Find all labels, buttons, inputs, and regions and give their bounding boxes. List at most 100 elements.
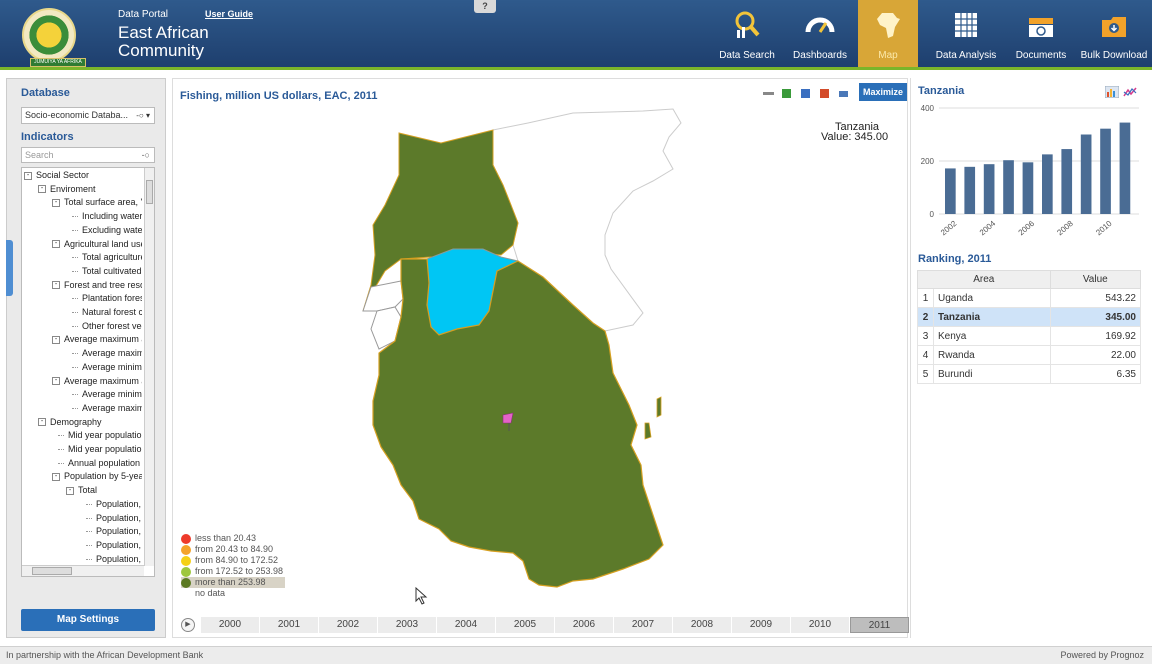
legend-label: from 172.52 to 253.98	[195, 566, 284, 576]
tree-item[interactable]: -Average maximum a	[52, 375, 142, 388]
year-2000[interactable]: 2000	[201, 617, 260, 633]
scroll-thumb[interactable]	[146, 180, 153, 204]
year-2011[interactable]: 2011	[850, 617, 909, 633]
tree-item[interactable]: -Enviroment	[38, 183, 142, 196]
play-icon[interactable]: ▶	[181, 618, 195, 632]
year-2009[interactable]: 2009	[732, 617, 791, 633]
tree-item[interactable]: Average maximu	[72, 347, 142, 360]
tree-item[interactable]: Population, (	[86, 498, 142, 511]
nav-bulk-download[interactable]: Bulk Download	[1076, 0, 1152, 67]
tree-item[interactable]: Population, '	[86, 525, 142, 538]
tree-item[interactable]: Population, 2	[86, 553, 142, 566]
user-guide-link[interactable]: User Guide	[205, 9, 254, 19]
indicator-search-input[interactable]: Search -○	[21, 147, 155, 163]
tree-item[interactable]: -Population by 5-yea	[52, 470, 142, 483]
legend-item[interactable]: no data	[181, 588, 285, 599]
map-settings-button[interactable]: Map Settings	[21, 609, 155, 631]
collapse-toggle-icon[interactable]: -	[52, 336, 60, 345]
excel-icon[interactable]	[781, 88, 792, 99]
collapse-toggle-icon[interactable]: -	[38, 185, 46, 194]
column-header-area[interactable]: Area	[917, 270, 1051, 289]
map-tooltip-country: Tanzania	[835, 121, 880, 133]
indicator-tree[interactable]: -Social Sector-Enviroment-Total surface …	[21, 167, 155, 577]
tree-item[interactable]: Mid year population,	[58, 429, 142, 442]
collapse-toggle-icon[interactable]: -	[52, 281, 60, 290]
tree-item[interactable]: -Social Sector	[24, 169, 142, 182]
tree-item[interactable]: -Average maximum a	[52, 333, 142, 346]
nav-documents[interactable]: Documents	[1010, 0, 1072, 67]
help-button[interactable]: ?	[474, 0, 496, 13]
tree-connector	[72, 408, 78, 410]
tree-horizontal-scrollbar[interactable]	[22, 565, 144, 576]
year-2010[interactable]: 2010	[791, 617, 850, 633]
legend-item[interactable]: from 20.43 to 84.90	[181, 544, 285, 555]
tree-item[interactable]: Population, '	[86, 539, 142, 552]
legend-item[interactable]: from 172.52 to 253.98	[181, 566, 285, 577]
tree-item[interactable]: Natural forest co	[72, 306, 142, 319]
tree-item[interactable]: -Total surface area, '	[52, 196, 142, 209]
database-select[interactable]: Socio-economic Databa... -○ ▾	[21, 107, 155, 124]
tree-item[interactable]: Average minimu	[72, 361, 142, 374]
pdf-icon[interactable]	[819, 88, 830, 99]
tree-vertical-scrollbar[interactable]	[144, 168, 154, 566]
tree-item[interactable]: Plantation forest	[72, 292, 142, 305]
cell-area: Tanzania	[933, 307, 1051, 327]
bar-chart-icon[interactable]	[1105, 86, 1119, 98]
bar-2007	[1042, 154, 1053, 214]
legend-item[interactable]: more than 253.98	[181, 577, 285, 588]
collapse-toggle-icon[interactable]: -	[66, 486, 74, 495]
tree-item[interactable]: Average maximu	[72, 402, 142, 415]
nav-map[interactable]: Map	[858, 0, 918, 67]
year-2003[interactable]: 2003	[378, 617, 437, 633]
nav-data-search[interactable]: Data Search	[716, 0, 778, 67]
collapse-toggle-icon[interactable]: -	[38, 418, 46, 427]
choropleth-map[interactable]	[343, 105, 743, 595]
tree-item[interactable]: Other forest veg	[72, 320, 142, 333]
nav-data-analysis[interactable]: Data Analysis	[930, 0, 1002, 67]
year-2004[interactable]: 2004	[437, 617, 496, 633]
year-2008[interactable]: 2008	[673, 617, 732, 633]
year-2002[interactable]: 2002	[319, 617, 378, 633]
collapse-toggle-icon[interactable]: -	[52, 377, 60, 386]
tree-item[interactable]: Average minimu	[72, 388, 142, 401]
collapse-toggle-icon[interactable]: -	[52, 240, 60, 249]
collapse-toggle-icon[interactable]: -	[24, 171, 32, 180]
collapse-toggle-icon[interactable]: -	[52, 473, 60, 482]
line-chart-icon[interactable]	[1123, 86, 1137, 98]
maximize-button[interactable]: Maximize	[859, 83, 907, 101]
year-2001[interactable]: 2001	[260, 617, 319, 633]
tree-item-label: Total cultivated a	[82, 265, 142, 276]
tree-item[interactable]: Including water l	[72, 210, 142, 223]
tree-item[interactable]: Total agriculture	[72, 251, 142, 264]
tree-item[interactable]: -Agricultural land use	[52, 238, 142, 251]
year-2006[interactable]: 2006	[555, 617, 614, 633]
tree-item[interactable]: Total cultivated a	[72, 265, 142, 278]
nav-dashboards[interactable]: Dashboards	[788, 0, 852, 67]
tree-item[interactable]: Excluding water	[72, 224, 142, 237]
year-2005[interactable]: 2005	[496, 617, 555, 633]
tree-item[interactable]: Mid year population	[58, 443, 142, 456]
year-2007[interactable]: 2007	[614, 617, 673, 633]
tree-item[interactable]: -Demography	[38, 416, 142, 429]
legend-item[interactable]: less than 20.43	[181, 533, 285, 544]
scroll-thumb[interactable]	[32, 567, 72, 575]
tree-item[interactable]: -Total	[66, 484, 142, 497]
panel-collapse-handle[interactable]	[6, 240, 13, 296]
collapse-toggle-icon[interactable]: -	[52, 199, 60, 208]
legend-item[interactable]: from 84.90 to 172.52	[181, 555, 285, 566]
column-header-value[interactable]: Value	[1049, 270, 1142, 289]
tree-item[interactable]: -Forest and tree reso	[52, 279, 142, 292]
tree-item[interactable]: Population, 5	[86, 512, 142, 525]
bar-2008	[1061, 149, 1073, 214]
print-icon[interactable]	[838, 88, 849, 99]
tree-item[interactable]: Annual population g	[58, 457, 142, 470]
mouse-cursor-icon	[415, 587, 428, 605]
word-icon[interactable]	[800, 88, 811, 99]
link-icon[interactable]	[763, 88, 774, 99]
